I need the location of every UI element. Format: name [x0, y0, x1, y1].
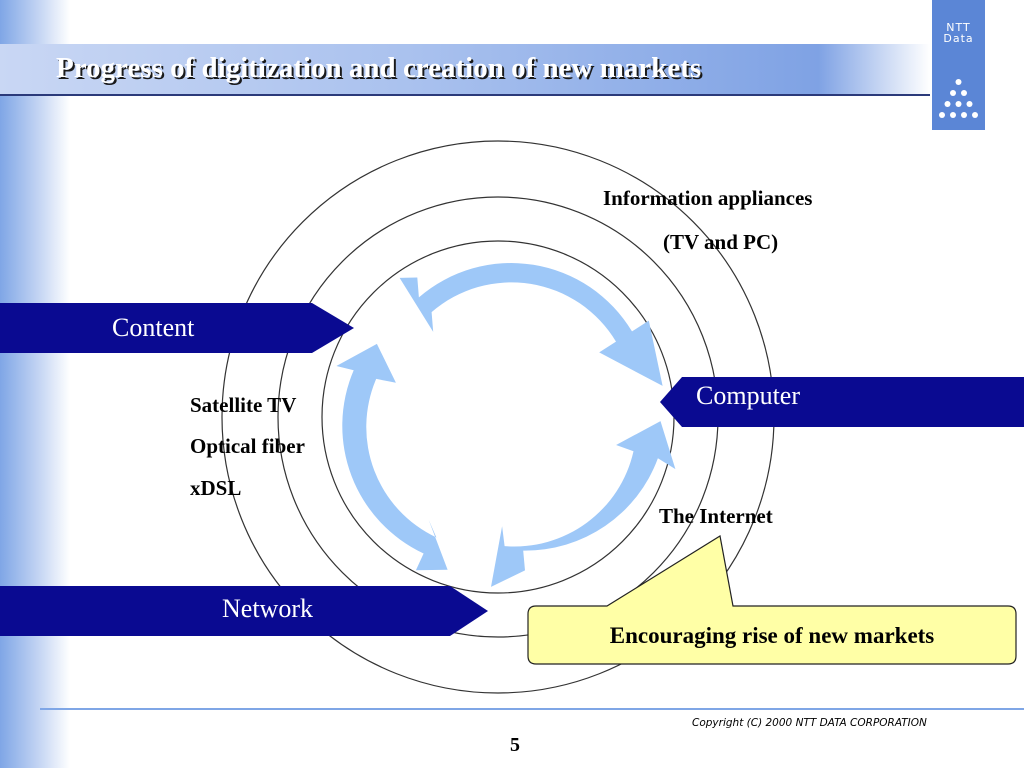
slide-title: Progress of digitization and creation of… [56, 52, 702, 84]
logo-line-1: NTT [946, 21, 971, 34]
title-underline [0, 94, 930, 96]
cycle-arrow-right [491, 421, 676, 587]
information-appliances-label: Information appliances [603, 186, 813, 210]
tv-and-pc-label: (TV and PC) [663, 230, 779, 254]
inner-ring [321, 240, 675, 594]
computer-label: Computer [696, 381, 800, 410]
network-label: Network [222, 594, 313, 623]
title-band [0, 44, 930, 94]
page-number: 5 [510, 734, 520, 756]
network-band: Network [0, 586, 488, 636]
cycle-arrow-left [336, 343, 448, 571]
callout-text: Encouraging rise of new markets [609, 623, 935, 648]
callout-box [527, 535, 1017, 665]
dot-triangle-icon [939, 79, 978, 118]
logo-line-2: Data [943, 32, 974, 45]
satellite-tv-label: Satellite TV [190, 393, 297, 417]
footer-rule [40, 708, 1024, 710]
computer-band: Computer [660, 377, 1024, 427]
cycle-arrow-top [399, 263, 663, 386]
copyright-notice: Copyright (C) 2000 NTT DATA CORPORATION [692, 717, 927, 729]
optical-fiber-label: Optical fiber [190, 434, 305, 458]
content-band: Content [0, 303, 354, 353]
content-label: Content [112, 313, 195, 342]
ntt-data-logo: NTT Data [932, 0, 985, 130]
the-internet-label: The Internet [659, 504, 773, 528]
xdsl-label: xDSL [190, 476, 242, 500]
logo-text: NTT Data [932, 22, 985, 44]
left-gradient-bar [0, 0, 70, 768]
